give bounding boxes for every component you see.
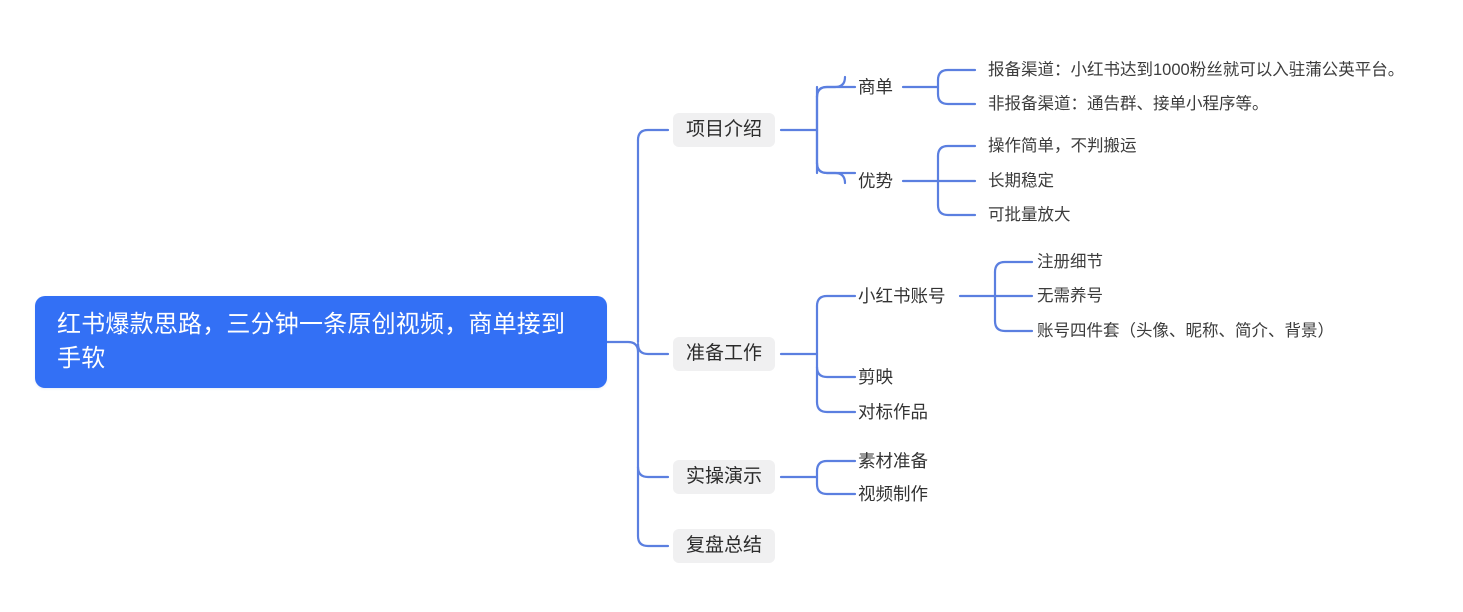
connector-b2-to-duibiao [815,400,857,414]
connector-xhs-leaf-3 [993,319,1034,333]
connector-trunk-branch-3 [636,465,670,479]
connector-b1-to-shangdan [815,85,857,99]
leaf-registration-details[interactable]: 注册细节 [1037,253,1103,271]
branch-node-project-intro[interactable]: 项目介绍 [673,113,776,147]
connector-xhs-leaf-1 [993,260,1034,274]
subnode-xiaohongshu-account[interactable]: 小红书账号 [858,286,946,306]
leaf-baobei-channel[interactable]: 报备渠道：小红书达到1000粉丝就可以入驻蒲公英平台。 [988,61,1405,79]
subnode-benchmark-works[interactable]: 对标作品 [858,402,928,422]
leaf-long-term-stable[interactable]: 长期稳定 [988,172,1054,190]
subnode-video-production[interactable]: 视频制作 [858,484,928,504]
connector-youshi-leaf-1 [936,144,977,158]
connector-root-trunk [605,340,670,548]
connector-b1-to-youshi [815,161,857,175]
connector-b3-leaf-2 [815,482,857,496]
subnode-shangdan[interactable]: 商单 [858,77,893,97]
leaf-account-four-pieces[interactable]: 账号四件套（头像、昵称、简介、背景） [1037,322,1334,340]
root-node[interactable]: 红书爆款思路，三分钟一条原创视频，商单接到手软 [35,296,607,388]
connector-b1-spine [815,75,847,185]
branch-node-preparation[interactable]: 准备工作 [673,337,776,371]
subnode-youshi[interactable]: 优势 [858,171,893,191]
leaf-scalable[interactable]: 可批量放大 [988,206,1071,224]
branch-node-practical-demo[interactable]: 实操演示 [673,460,776,494]
connector-trunk-branch-1 [636,128,670,142]
connector-trunk-branch-2 [636,342,670,356]
leaf-no-account-warmup[interactable]: 无需养号 [1037,287,1103,305]
connector-b3-leaf-1 [815,459,857,473]
connector-shangdan-leaf-2 [936,92,977,106]
leaf-non-baobei-channel[interactable]: 非报备渠道：通告群、接单小程序等。 [988,95,1269,113]
connector-shangdan-leaf-1 [936,68,977,82]
leaf-simple-operation[interactable]: 操作简单，不判搬运 [988,137,1137,155]
connector-b2-to-jianying [815,365,857,379]
branch-node-review-summary[interactable]: 复盘总结 [673,529,776,563]
subnode-jianying[interactable]: 剪映 [858,367,893,387]
subnode-material-preparation[interactable]: 素材准备 [858,451,928,471]
connector-b2-to-xhs [815,294,857,308]
connector-youshi-leaf-3 [936,203,977,217]
